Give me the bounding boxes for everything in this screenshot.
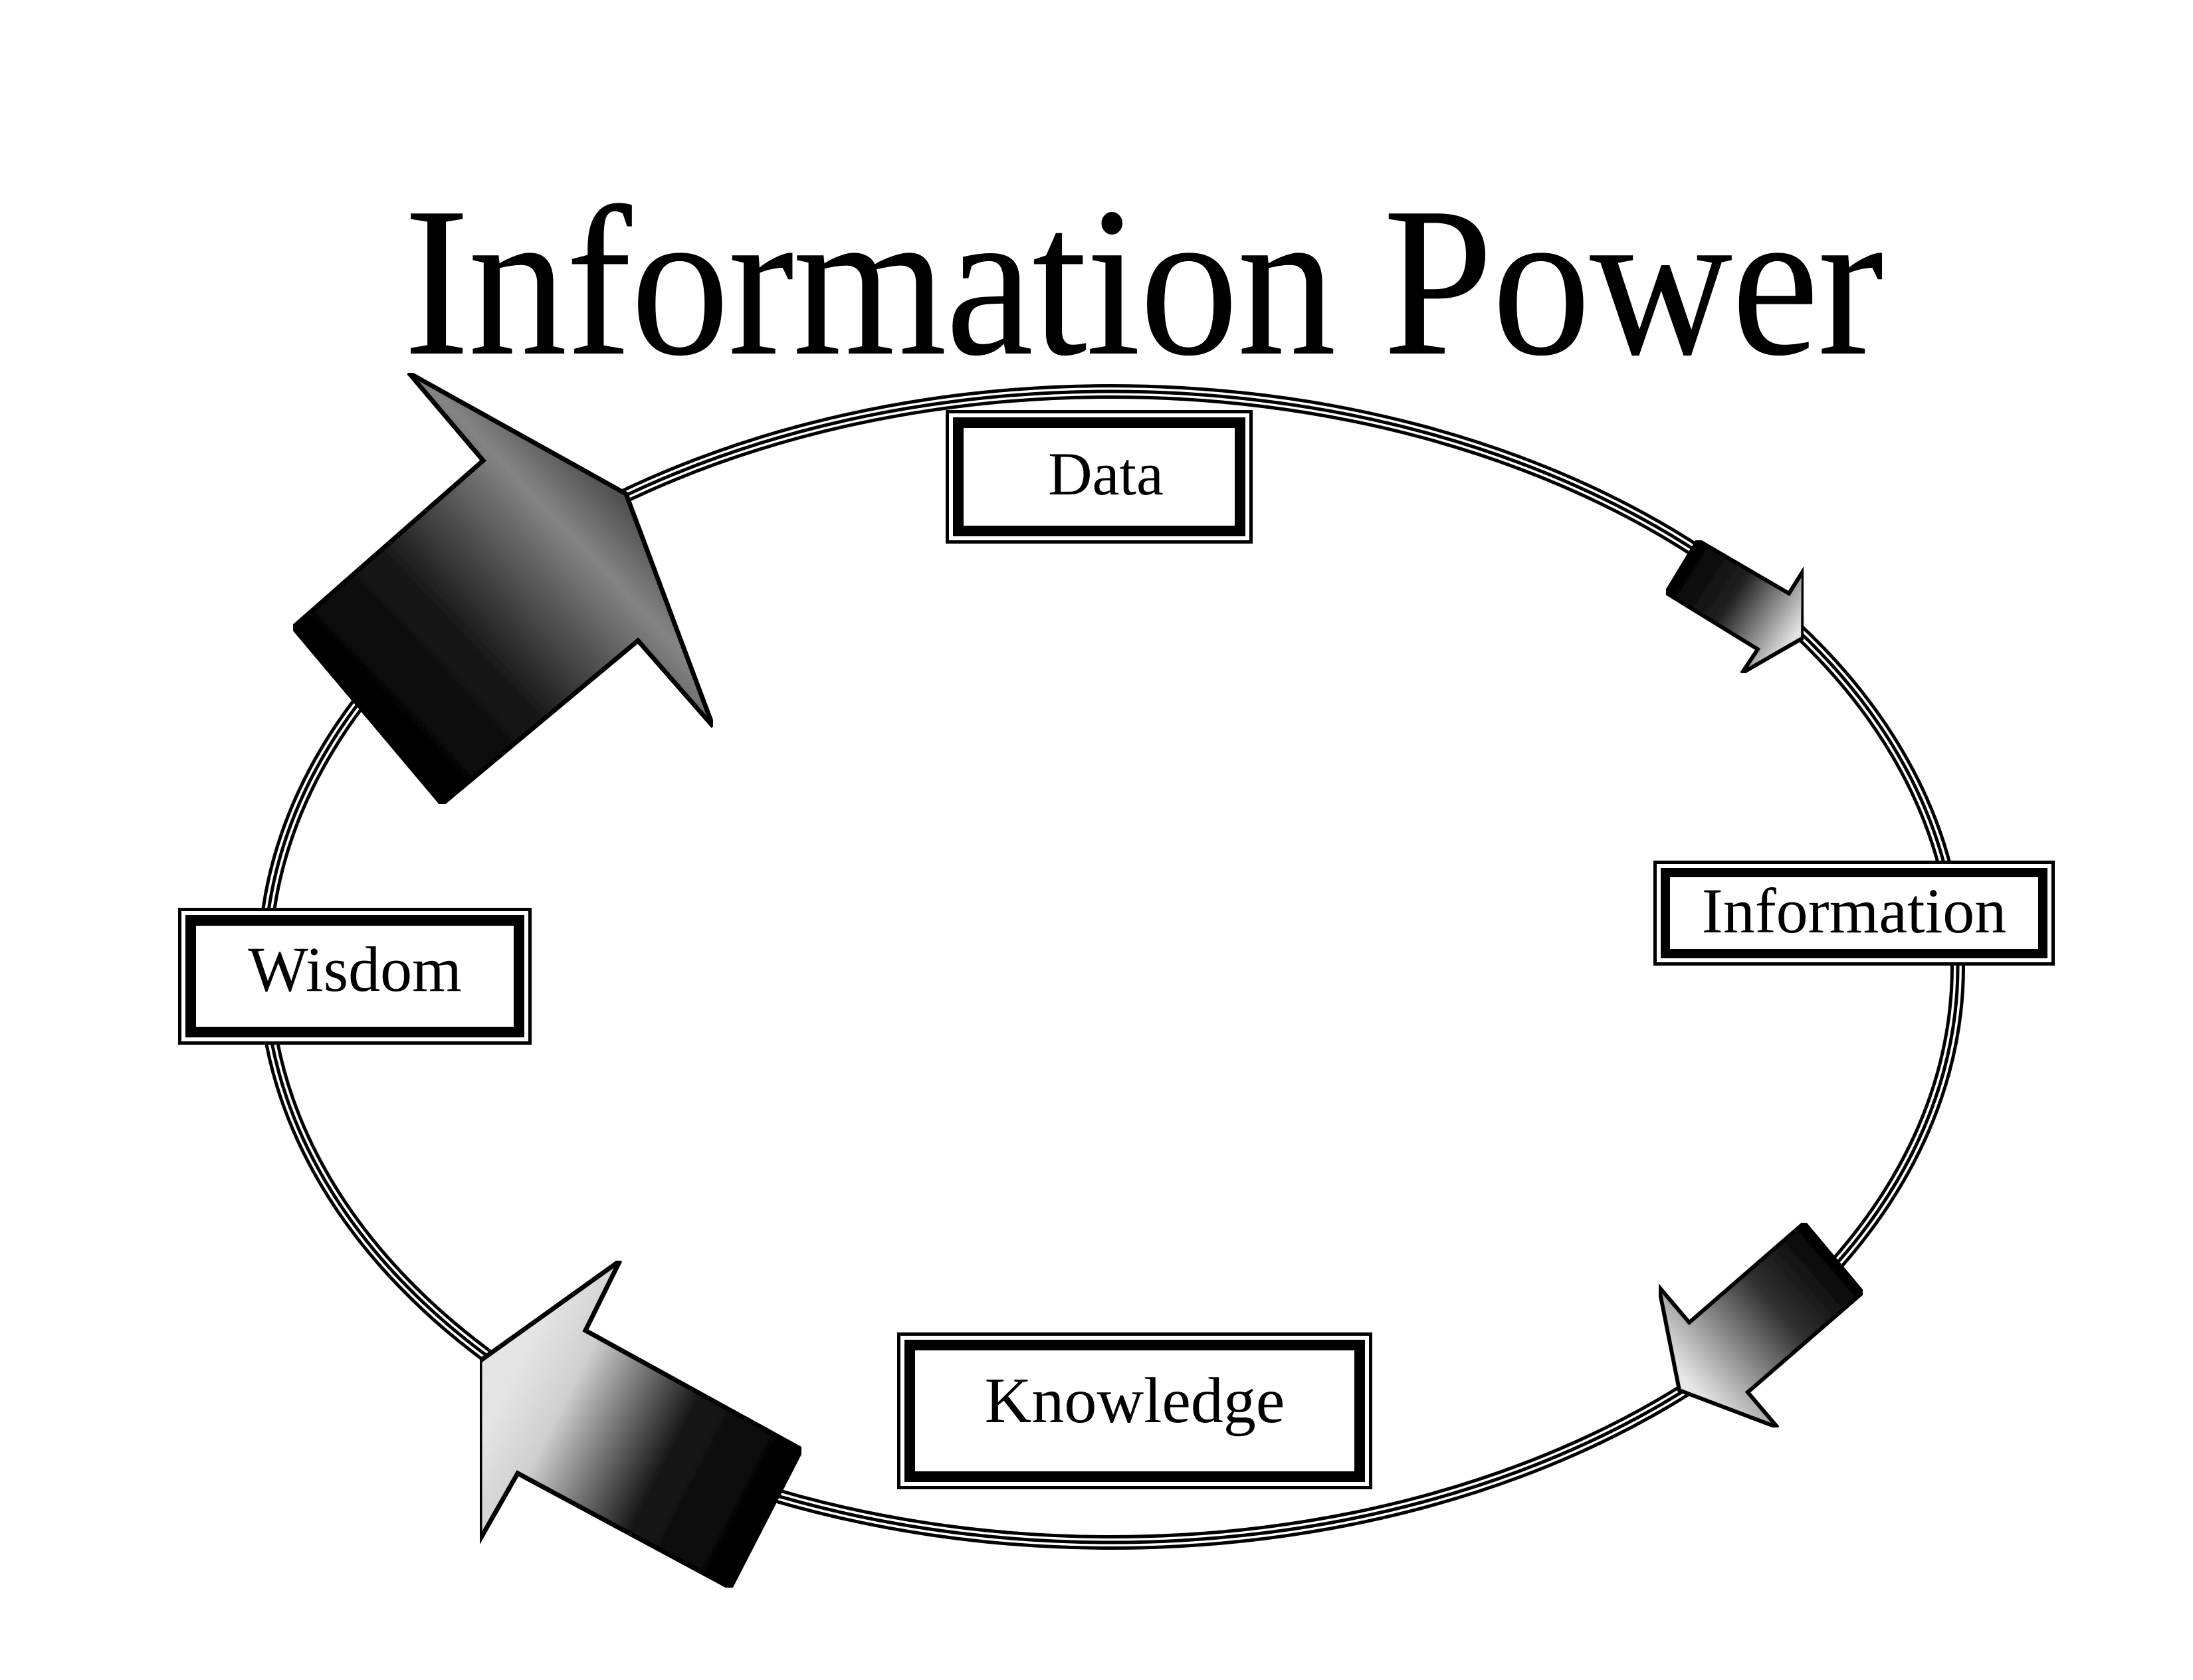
- node-information: Information: [1653, 861, 2055, 966]
- arrow-data-to-information-icon: [1663, 537, 1806, 675]
- node-information-label: Information: [1661, 868, 2047, 958]
- page-title: Information Power: [403, 163, 1883, 401]
- arrow-wisdom-to-data-icon: [290, 370, 716, 807]
- node-data: Data: [946, 410, 1253, 544]
- node-wisdom-label: Wisdom: [185, 915, 524, 1037]
- node-knowledge-label: Knowledge: [904, 1340, 1365, 1482]
- arrow-information-to-knowledge-icon: [1655, 1219, 1866, 1429]
- node-data-label: Data: [953, 417, 1245, 536]
- arrow-knowledge-to-wisdom-icon: [477, 1259, 805, 1591]
- node-wisdom: Wisdom: [178, 908, 532, 1045]
- node-knowledge: Knowledge: [897, 1332, 1372, 1489]
